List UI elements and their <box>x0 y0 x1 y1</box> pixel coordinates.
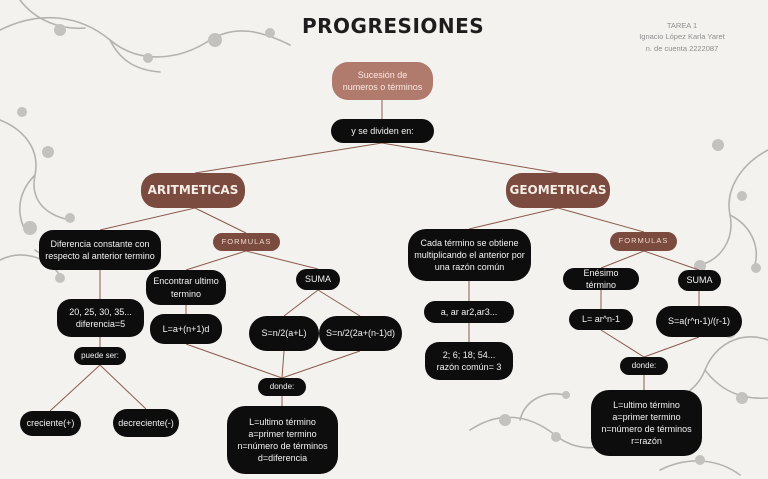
task-label: TAREA 1 <box>666 21 698 30</box>
decreasing-node: decreciente(-) <box>113 409 179 437</box>
last-term-formula: L=a+(n+1)d <box>150 314 222 344</box>
arithmetic-legend: L=ultimo término a=primer termino n=núme… <box>227 406 338 474</box>
account-number: n. de cuenta 2222087 <box>645 43 719 53</box>
arithmetic-example: 20, 25, 30, 35... diferencia=5 <box>57 299 144 337</box>
find-last-term-node: Encontrar ultimo termino <box>146 270 226 305</box>
arithmetic-node: ARITMETICAS <box>141 173 245 208</box>
increasing-node: creciente(+) <box>20 411 81 436</box>
arithmetic-formulas-label: FORMULAS <box>213 233 280 251</box>
sum-formula-1: S=n/2(a+L) <box>249 316 319 351</box>
geometric-example: 2; 6; 18; 54... razón común= 3 <box>425 342 513 380</box>
divide-node: y se dividen en: <box>331 119 434 143</box>
author-name: Ignacio López Karla Yaret <box>639 32 725 42</box>
page-title: PROGRESIONES <box>302 14 485 38</box>
arithmetic-sum-node: SUMA <box>296 269 340 290</box>
sum-formula-2: S=n/2(2a+(n-1)d) <box>319 316 402 351</box>
geometric-formulas-label: FORMULAS <box>610 232 677 251</box>
nth-term-node: Enésimo término <box>563 268 639 290</box>
can-be-node: puede ser: <box>74 347 126 365</box>
root-node: Sucesión de numeros o términos <box>332 62 433 100</box>
nth-term-formula: L= ar^n-1 <box>569 309 633 330</box>
geometric-node: GEOMETRICAS <box>506 173 610 208</box>
geometric-sum-formula: S=a(r^n-1)/(r-1) <box>656 306 742 337</box>
arithmetic-definition: Diferencia constante con respecto al ant… <box>39 230 161 270</box>
geometric-sum-node: SUMA <box>678 270 721 291</box>
geometric-legend: L=ultimo término a=primer termino n=núme… <box>591 390 702 456</box>
author-info: TAREA 1 Ignacio López Karla Yaret n. de … <box>632 20 732 54</box>
geometric-definition: Cada término se obtiene multiplicando el… <box>408 229 531 281</box>
arithmetic-where-node: donde: <box>258 378 306 396</box>
geometric-where-node: donde: <box>620 357 668 375</box>
geometric-sequence-node: a, ar ar2,ar3... <box>424 301 514 323</box>
